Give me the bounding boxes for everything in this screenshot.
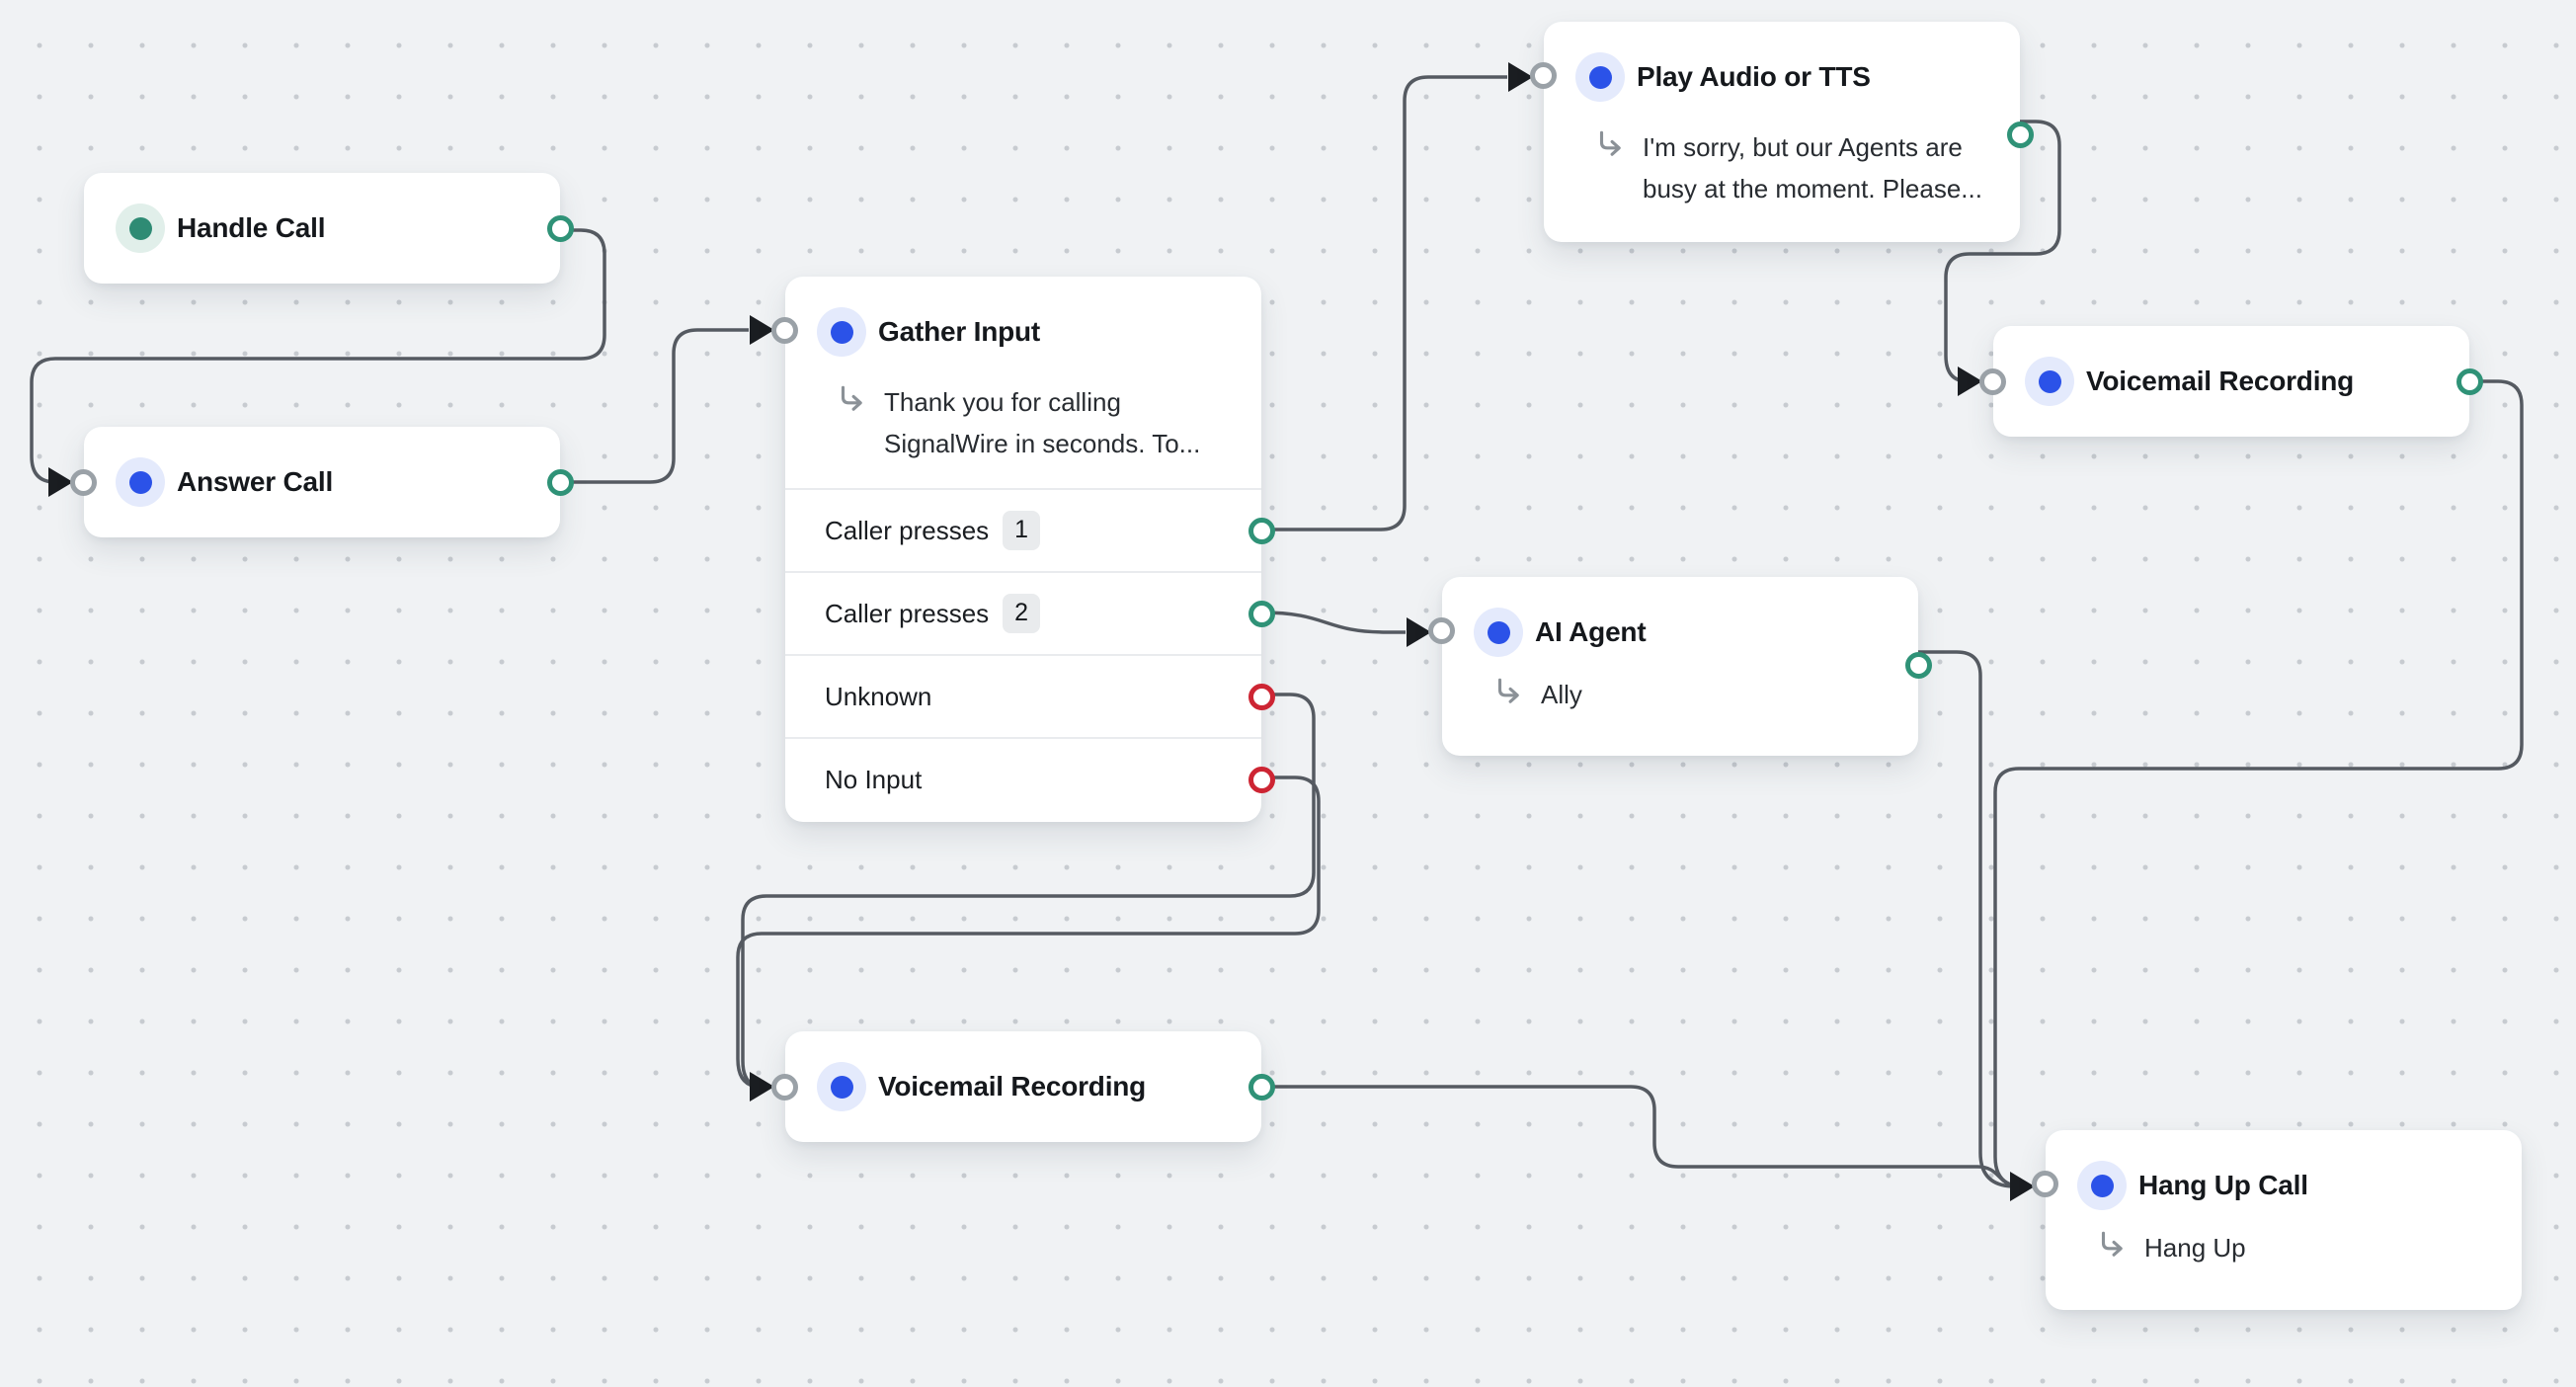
wire-voicemail-right-to-hangup[interactable] <box>1993 379 2524 1188</box>
input-port[interactable] <box>1428 617 1455 644</box>
wire-noinput-to-voicemail[interactable] <box>736 775 1321 1089</box>
output-port-success[interactable] <box>547 468 574 496</box>
node-title: Answer Call <box>177 466 334 497</box>
branch-arrow-icon <box>2101 1231 2123 1257</box>
wire-voicemail-bottom-to-hangup[interactable] <box>1261 1085 2022 1188</box>
output-port-success[interactable] <box>2456 367 2483 395</box>
branch-row-caller-presses-1[interactable]: Caller presses 1 <box>785 488 1275 571</box>
branch-label: Caller presses <box>825 598 990 628</box>
wire-arrowhead-icon <box>1508 62 1533 92</box>
branch-key-badge: 1 <box>1003 511 1041 550</box>
branch-row-unknown[interactable]: Unknown <box>785 654 1275 737</box>
node-answer-call[interactable]: Answer Call <box>70 427 574 537</box>
node-description: I'm sorry, but our Agents are busy at th… <box>1643 132 1982 204</box>
wire-arrowhead-icon <box>2010 1172 2035 1201</box>
blue-dot-icon <box>817 307 866 357</box>
input-port[interactable] <box>2032 1171 2058 1197</box>
node-title: Gather Input <box>878 316 1041 347</box>
node-ai-agent[interactable]: AI Agent Ally <box>1428 577 1932 756</box>
wire-arrowhead-icon <box>48 467 73 497</box>
blue-dot-icon <box>817 1062 866 1111</box>
node-title: Voicemail Recording <box>878 1071 1147 1101</box>
wire-arrowhead-icon <box>750 315 774 345</box>
branch-label: Caller presses <box>825 515 990 545</box>
wire-unknown-to-voicemail[interactable] <box>741 693 1316 1089</box>
node-voicemail-recording-right[interactable]: Voicemail Recording <box>1979 326 2483 437</box>
node-description: Ally <box>1541 680 1582 709</box>
output-port-success[interactable] <box>2007 122 2034 148</box>
branch-row-no-input[interactable]: No Input <box>785 737 1275 820</box>
wire-ai-to-hangup[interactable] <box>1918 650 2016 1188</box>
node-gather-input[interactable]: Gather Input Thank you for calling Signa… <box>771 277 1275 822</box>
node-title: Hang Up Call <box>2138 1170 2308 1200</box>
blue-dot-icon <box>2025 357 2074 406</box>
blue-dot-icon <box>2077 1161 2127 1210</box>
node-handle-call[interactable]: Handle Call <box>84 173 574 284</box>
input-port[interactable] <box>771 317 798 344</box>
output-port-success[interactable] <box>1248 1073 1275 1101</box>
branch-row-caller-presses-2[interactable]: Caller presses 2 <box>785 571 1275 654</box>
branch-arrow-icon <box>1497 678 1519 703</box>
blue-dot-icon <box>1575 52 1625 102</box>
input-port[interactable] <box>1530 62 1557 89</box>
wire-answer-to-gather[interactable] <box>560 328 749 484</box>
output-port-success[interactable] <box>547 214 574 242</box>
output-port-success[interactable] <box>1248 600 1275 627</box>
wire-arrowhead-icon <box>1407 617 1431 647</box>
branch-arrow-icon <box>1599 130 1621 156</box>
output-port-error[interactable] <box>1248 683 1275 710</box>
branch-label: Unknown <box>825 681 932 711</box>
blue-dot-icon <box>116 457 165 507</box>
node-hang-up-call[interactable]: Hang Up Call Hang Up <box>2032 1130 2522 1310</box>
wire-arrowhead-icon <box>1958 367 1982 396</box>
wire-press1-to-play[interactable] <box>1261 75 1507 531</box>
input-port[interactable] <box>70 468 97 496</box>
node-play-audio-or-tts[interactable]: Play Audio or TTS I'm sorry, but our Age… <box>1530 22 2034 242</box>
input-port[interactable] <box>771 1073 798 1101</box>
wire-handle-to-answer[interactable] <box>30 228 606 484</box>
branch-key-badge: 2 <box>1003 594 1041 633</box>
node-voicemail-recording-bottom[interactable]: Voicemail Recording <box>771 1031 1275 1142</box>
branch-arrow-icon <box>841 385 862 411</box>
blue-dot-icon <box>1474 608 1523 657</box>
node-title: Play Audio or TTS <box>1637 61 1871 92</box>
node-title: AI Agent <box>1535 616 1647 647</box>
output-port-success[interactable] <box>1905 652 1932 679</box>
output-port-error[interactable] <box>1248 766 1275 793</box>
wire-press2-to-ai[interactable] <box>1260 611 1406 634</box>
node-description: Thank you for calling SignalWire in seco… <box>884 387 1201 458</box>
node-title: Handle Call <box>177 212 326 243</box>
node-description: Hang Up <box>2144 1233 2246 1263</box>
input-port[interactable] <box>1979 367 2006 395</box>
output-port-success[interactable] <box>1248 517 1275 544</box>
node-title: Voicemail Recording <box>2086 366 2355 396</box>
wire-arrowhead-icon <box>750 1072 774 1101</box>
teal-dot-icon <box>116 204 165 253</box>
wire-play-to-voicemail-right[interactable] <box>1944 120 2061 383</box>
branch-label: No Input <box>825 764 923 794</box>
